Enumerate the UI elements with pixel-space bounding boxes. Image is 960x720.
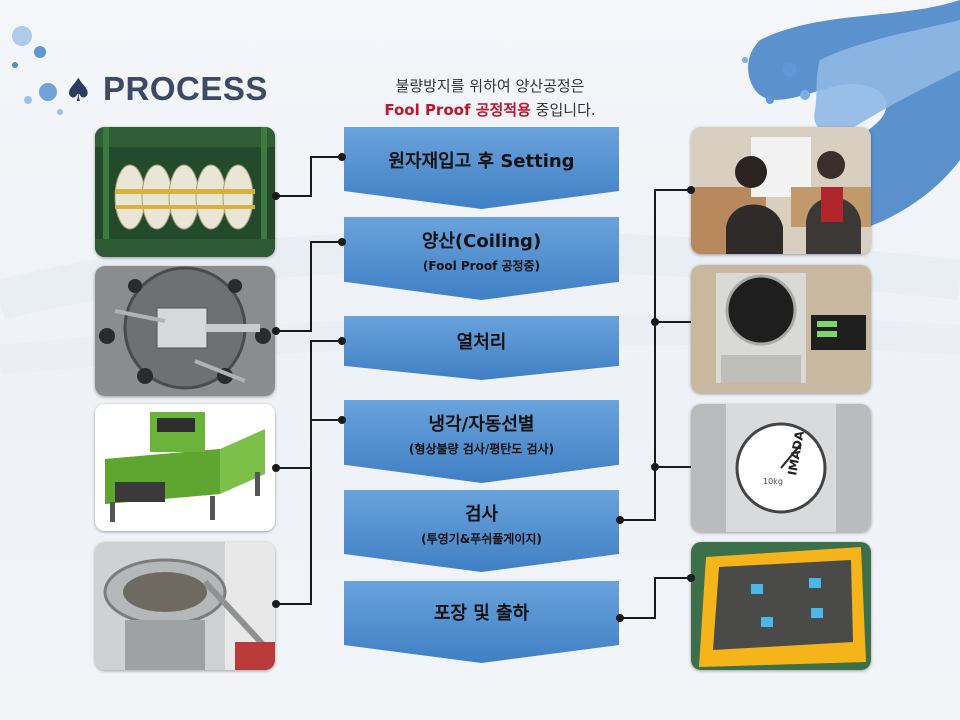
subtitle-line2: Fool Proof 공정적용 중입니다. <box>340 98 640 122</box>
push-pull-gauge-photo: IMADA 10kg <box>691 404 871 532</box>
top-left-droplets <box>12 26 63 115</box>
step-title: 양산(Coiling) <box>421 231 542 252</box>
step-heat-treatment: 열처리 <box>344 316 619 380</box>
step-subtitle: (Fool Proof 공정중) <box>422 259 541 273</box>
heat-treatment-oven-photo <box>95 404 275 531</box>
subtitle: 불량방지를 위하여 양산공정은 Fool Proof 공정적용 중입니다. <box>340 74 640 122</box>
packaging-crate-photo <box>691 542 871 670</box>
step-subtitle: (투영기&푸쉬풀게이지) <box>421 532 542 546</box>
step-inspection: 검사 (투영기&푸쉬풀게이지) <box>344 490 619 572</box>
profile-projector-photo <box>691 265 871 393</box>
page-title: PROCESS <box>103 70 268 107</box>
step-title: 포장 및 출하 <box>433 603 530 624</box>
step-material-setting: 원자재입고 후 Setting <box>344 127 619 209</box>
vibratory-sorter-photo <box>95 542 275 670</box>
step-title: 검사 <box>464 504 499 525</box>
step-title: 열처리 <box>456 332 507 353</box>
step-title: 원자재입고 후 Setting <box>388 151 575 172</box>
subtitle-rest: 중입니다. <box>530 101 596 119</box>
coiling-machine-photo <box>95 266 275 396</box>
wire-coils-photo <box>95 127 275 257</box>
step-packing-shipping: 포장 및 출하 <box>344 581 619 663</box>
step-title: 냉각/자동선별 <box>428 414 535 435</box>
subtitle-line1: 불량방지를 위하여 양산공정은 <box>395 77 585 95</box>
step-coiling: 양산(Coiling) (Fool Proof 공정중) <box>344 217 619 300</box>
spade-icon: ♠ <box>64 71 93 109</box>
subtitle-highlight: Fool Proof 공정적용 <box>384 101 531 119</box>
gauge-unit: 10kg <box>763 477 783 486</box>
step-subtitle: (형상불량 검사/평탄도 검사) <box>408 442 555 456</box>
inspection-workers-photo <box>691 127 871 254</box>
step-cooling-sorting: 냉각/자동선별 (형상불량 검사/평탄도 검사) <box>344 400 619 483</box>
